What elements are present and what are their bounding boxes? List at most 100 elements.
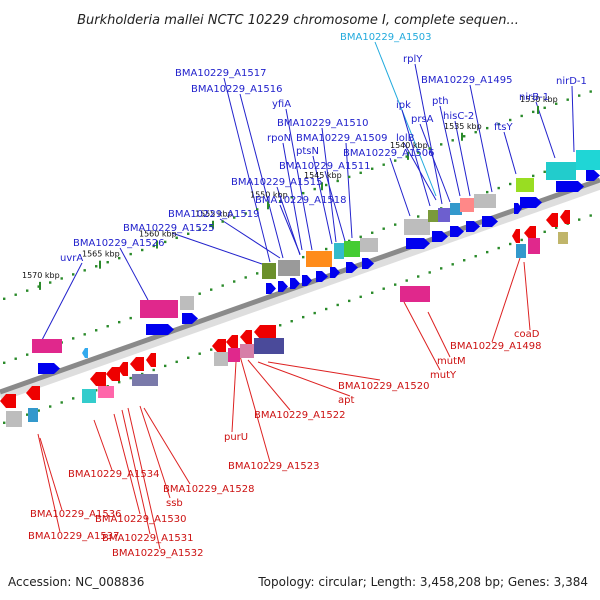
reverse-gene-label[interactable]: BMA10229_A1536 (30, 509, 121, 520)
forward-gene-block[interactable] (278, 260, 300, 276)
forward-gene-block[interactable] (32, 339, 62, 353)
reverse-gene-block[interactable] (254, 338, 284, 354)
reverse-gene-label[interactable]: BMA10229_A1528 (163, 484, 254, 495)
reverse-gene-label[interactable]: BMA10229_A1530 (95, 514, 186, 525)
forward-gene-arrow[interactable] (330, 267, 340, 278)
forward-gene-block[interactable] (474, 194, 496, 208)
forward-gene-block[interactable] (516, 178, 534, 192)
forward-gene-arrow[interactable] (450, 226, 464, 237)
forward-gene-label[interactable]: BMA10229_A1517 (175, 68, 266, 79)
forward-gene-arrow[interactable] (302, 275, 312, 286)
reverse-gene-arrow[interactable] (212, 339, 226, 353)
forward-gene-block[interactable] (306, 251, 332, 267)
forward-gene-arrow[interactable] (362, 258, 374, 269)
forward-gene-label[interactable]: BMA10229_A1518 (255, 195, 346, 206)
reverse-gene-label[interactable]: BMA10229_A1532 (112, 548, 203, 559)
reverse-gene-arrow[interactable] (240, 330, 252, 344)
reverse-gene-arrow[interactable] (130, 357, 144, 371)
reverse-gene-arrow[interactable] (524, 226, 536, 240)
forward-gene-label[interactable]: BMA10229_A1503 (340, 32, 431, 43)
forward-gene-arrow[interactable] (146, 324, 174, 335)
forward-gene-label[interactable]: BMA10229_A1510 (277, 118, 368, 129)
forward-gene-label[interactable]: BMA10229_A1515 (231, 177, 322, 188)
reverse-gene-block[interactable] (132, 374, 158, 386)
forward-gene-label[interactable]: BMA10229_A1511 (279, 161, 370, 172)
reverse-gene-arrow[interactable] (546, 213, 558, 227)
reverse-gene-block[interactable] (528, 238, 540, 254)
forward-gene-label[interactable]: BMA10229_A1506 (343, 148, 434, 159)
forward-gene-label[interactable]: BMA10229_A1495 (421, 75, 512, 86)
reverse-gene-arrow[interactable] (254, 325, 276, 339)
forward-gene-arrow[interactable] (38, 363, 60, 374)
forward-gene-block[interactable] (360, 238, 378, 252)
forward-gene-label[interactable]: pth (432, 96, 449, 107)
forward-gene-block[interactable] (450, 203, 462, 215)
forward-gene-arrow[interactable] (278, 281, 288, 292)
reverse-gene-label[interactable]: coaD (514, 329, 540, 340)
forward-gene-label[interactable]: ftsY (494, 122, 513, 133)
forward-gene-label[interactable]: BMA10229_A1509 (296, 133, 387, 144)
reverse-gene-arrow[interactable] (0, 394, 16, 408)
forward-gene-block[interactable] (344, 241, 360, 257)
reverse-gene-label[interactable]: BMA10229_A1537 (28, 531, 119, 542)
forward-gene-label[interactable]: BMA10229_A1525 (123, 223, 214, 234)
forward-gene-arrow[interactable] (556, 181, 584, 192)
reverse-gene-arrow[interactable] (512, 229, 520, 243)
forward-gene-label[interactable]: prsA (411, 114, 434, 125)
forward-gene-label[interactable]: BMA10229_A1519 (168, 209, 259, 220)
forward-gene-label[interactable]: nirB-1 (519, 92, 549, 103)
reverse-gene-block[interactable] (558, 232, 568, 244)
reverse-gene-arrow[interactable] (146, 353, 156, 367)
reverse-gene-block[interactable] (400, 286, 430, 302)
forward-gene-label[interactable]: ptsN (296, 146, 319, 157)
reverse-gene-arrow[interactable] (560, 210, 570, 224)
forward-gene-arrow[interactable] (182, 313, 198, 324)
forward-gene-label[interactable]: lolB (396, 133, 415, 144)
reverse-gene-block[interactable] (6, 411, 22, 427)
forward-gene-arrow[interactable] (346, 262, 358, 273)
forward-gene-arrow[interactable] (406, 238, 430, 249)
forward-gene-block[interactable] (404, 219, 430, 235)
forward-gene-block[interactable] (262, 263, 276, 279)
reverse-gene-label[interactable]: BMA10229_A1520 (338, 381, 429, 392)
reverse-gene-block[interactable] (240, 344, 254, 358)
forward-gene-block[interactable] (576, 150, 600, 170)
reverse-gene-block[interactable] (82, 389, 96, 403)
forward-gene-label[interactable]: yfiA (272, 99, 291, 110)
reverse-gene-block[interactable] (28, 408, 38, 422)
reverse-gene-label[interactable]: mutM (437, 356, 466, 367)
reverse-gene-arrow[interactable] (106, 367, 120, 381)
forward-gene-label[interactable]: BMA10229_A1516 (191, 84, 282, 95)
reverse-gene-arrow[interactable] (90, 372, 106, 386)
forward-gene-label[interactable]: rpoN (267, 133, 291, 144)
forward-gene-label[interactable]: uvrA (60, 253, 83, 264)
forward-gene-block[interactable] (180, 296, 194, 310)
reverse-gene-block[interactable] (228, 348, 240, 362)
reverse-gene-label[interactable]: BMA10229_A1534 (68, 469, 159, 480)
forward-gene-block[interactable] (334, 243, 344, 259)
forward-gene-label[interactable]: BMA10229_A1526 (73, 238, 164, 249)
reverse-gene-label[interactable]: purU (224, 432, 248, 443)
forward-gene-arrow[interactable] (266, 283, 276, 294)
reverse-gene-label[interactable]: BMA10229_A1523 (228, 461, 319, 472)
reverse-gene-block[interactable] (214, 352, 228, 366)
reverse-gene-label[interactable]: BMA10229_A1522 (254, 410, 345, 421)
reverse-gene-arrow[interactable] (26, 386, 40, 400)
reverse-gene-arrow[interactable] (118, 362, 128, 376)
forward-gene-arrow[interactable] (586, 170, 600, 181)
reverse-gene-arrow[interactable] (226, 335, 238, 349)
reverse-gene-block[interactable] (516, 244, 526, 258)
forward-gene-block[interactable] (460, 198, 474, 212)
reverse-gene-arrow[interactable] (82, 348, 88, 358)
reverse-gene-label[interactable]: apt (338, 395, 354, 406)
reverse-gene-block[interactable] (98, 386, 114, 398)
reverse-gene-label[interactable]: ssb (166, 498, 183, 509)
forward-gene-arrow[interactable] (432, 231, 448, 242)
forward-gene-arrow[interactable] (316, 271, 328, 282)
forward-gene-arrow[interactable] (520, 197, 542, 208)
forward-gene-label[interactable]: rplY (403, 54, 423, 65)
forward-gene-arrow[interactable] (290, 278, 300, 289)
forward-gene-label[interactable]: nirD-1 (556, 76, 587, 87)
forward-gene-block[interactable] (428, 210, 438, 222)
forward-gene-label[interactable]: ipk (396, 100, 411, 111)
